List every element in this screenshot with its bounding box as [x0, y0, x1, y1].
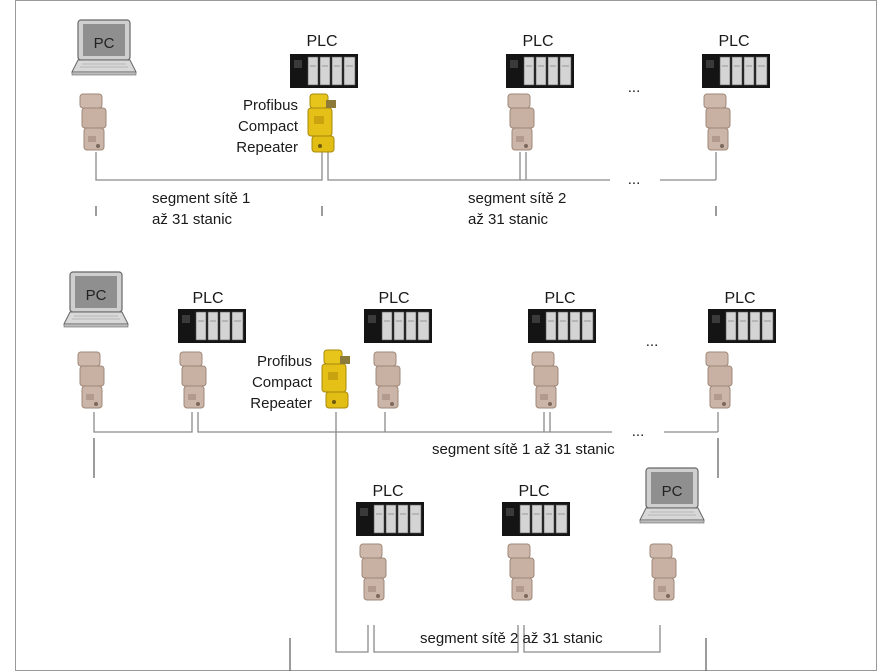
top-bus-lines — [95, 152, 717, 216]
plc-icon — [363, 308, 433, 344]
plc-label: PLC — [718, 33, 749, 50]
pc-label: PC — [94, 35, 115, 52]
plc-label: PLC — [378, 290, 409, 307]
seg2-plc-1: PLC — [355, 483, 425, 537]
repeater-label-line2: Compact — [238, 118, 299, 135]
connector-icon — [79, 93, 107, 151]
top-segment2-line2: až 31 stanic — [468, 211, 549, 228]
repeater-label-line3: Repeater — [236, 139, 298, 156]
plc-icon — [501, 501, 571, 537]
bottom-segment2-label: segment sítě 2 až 31 stanic — [420, 630, 603, 647]
repeater-icon — [307, 93, 337, 153]
connector-icon — [507, 543, 535, 601]
plc-icon — [505, 53, 575, 89]
repeater-label-line3: Repeater — [250, 395, 312, 412]
top-segment2-line1: segment sítě 2 — [468, 190, 566, 207]
plc-label: PLC — [522, 33, 553, 50]
repeater-icon — [321, 349, 351, 409]
seg2-pc: PC — [639, 467, 705, 524]
plc-icon — [707, 308, 777, 344]
top-plc-1: PLC — [289, 33, 359, 89]
bottom-plc-4: PLC — [707, 290, 777, 344]
repeater-label-line2: Compact — [252, 374, 313, 391]
bus-ellipsis: ... — [632, 423, 645, 440]
pc-label: PC — [86, 287, 107, 304]
connector-icon — [179, 351, 207, 409]
plc-label: PLC — [372, 483, 403, 500]
connector-icon — [649, 543, 677, 601]
bus-ellipsis: ... — [628, 171, 641, 188]
plc-icon — [177, 308, 247, 344]
plc-icon — [701, 53, 771, 89]
ellipsis: ... — [628, 79, 641, 96]
bottom-bus-lines — [93, 412, 719, 671]
connector-icon — [531, 351, 559, 409]
bottom-plc-2: PLC — [363, 290, 433, 344]
repeater-label-line1: Profibus — [257, 353, 312, 370]
plc-icon — [527, 308, 597, 344]
plc-label: PLC — [518, 483, 549, 500]
plc-icon — [289, 53, 359, 89]
ellipsis: ... — [646, 333, 659, 350]
pc-label: PC — [662, 483, 683, 500]
plc-icon — [355, 501, 425, 537]
connector-icon — [705, 351, 733, 409]
bottom-pc-1: PC — [63, 271, 129, 328]
bottom-plc-3: PLC — [527, 290, 597, 344]
plc-label: PLC — [544, 290, 575, 307]
top-plc-2: PLC — [505, 33, 575, 89]
connector-icon — [703, 93, 731, 151]
plc-label: PLC — [192, 290, 223, 307]
connector-icon — [77, 351, 105, 409]
seg2-plc-2: PLC — [501, 483, 571, 537]
top-plc-3: PLC — [701, 33, 771, 89]
top-segment1-line2: až 31 stanic — [152, 211, 233, 228]
top-segment1-line1: segment sítě 1 — [152, 190, 250, 207]
plc-label: PLC — [724, 290, 755, 307]
repeater-label-line1: Profibus — [243, 97, 298, 114]
connector-icon — [373, 351, 401, 409]
plc-label: PLC — [306, 33, 337, 50]
bottom-plc-1: PLC — [177, 290, 247, 344]
top-pc: PC — [71, 19, 137, 76]
bottom-segment1-label: segment sítě 1 až 31 stanic — [432, 441, 615, 458]
connector-icon — [507, 93, 535, 151]
connector-icon — [359, 543, 387, 601]
